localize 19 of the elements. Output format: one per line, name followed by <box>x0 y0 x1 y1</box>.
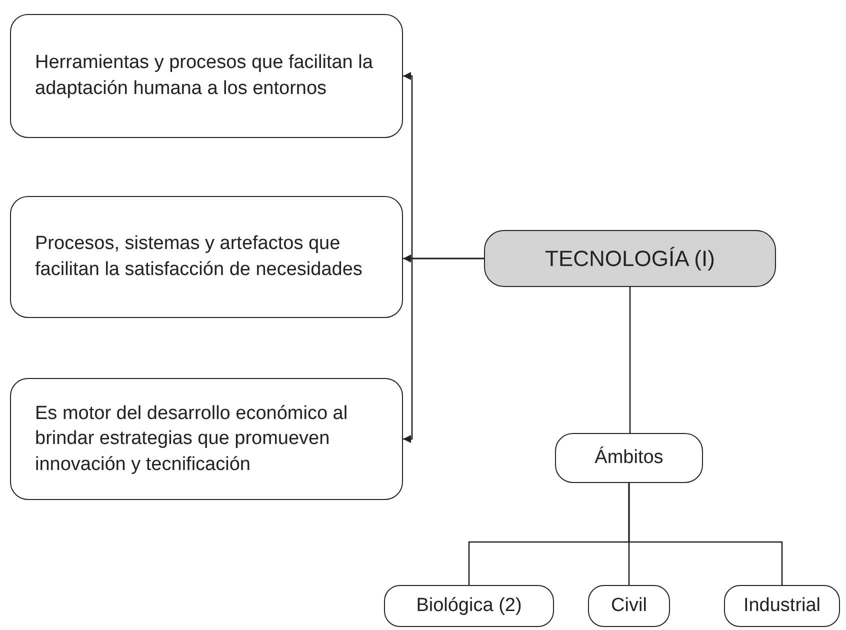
description-box <box>10 14 403 138</box>
node-label: Civil <box>611 594 647 618</box>
category-box <box>588 585 670 627</box>
node-label: TECNOLOGÍA (I) <box>545 244 715 273</box>
connector-line <box>628 483 783 585</box>
description-box <box>10 196 403 318</box>
arrow <box>403 258 484 443</box>
category-box <box>724 585 840 627</box>
connector-line <box>629 287 631 433</box>
category-box <box>555 433 703 483</box>
node-label: Biológica (2) <box>416 594 522 618</box>
node-label: Es motor del desarrollo económico al brindar estrategias que promueven innovación y tecnificación <box>35 402 349 477</box>
main-topic-box <box>484 230 776 287</box>
node-label: Ámbitos <box>594 446 664 470</box>
node-label: Industrial <box>743 594 821 618</box>
node-label: Herramientas y procesos que facilitan la adaptación humana a los entornos <box>35 51 374 101</box>
description-box <box>10 378 403 500</box>
node-label: Procesos, sistemas y artefactos que facilitan la satisfacción de necesidades <box>35 232 364 282</box>
category-box <box>384 585 554 627</box>
